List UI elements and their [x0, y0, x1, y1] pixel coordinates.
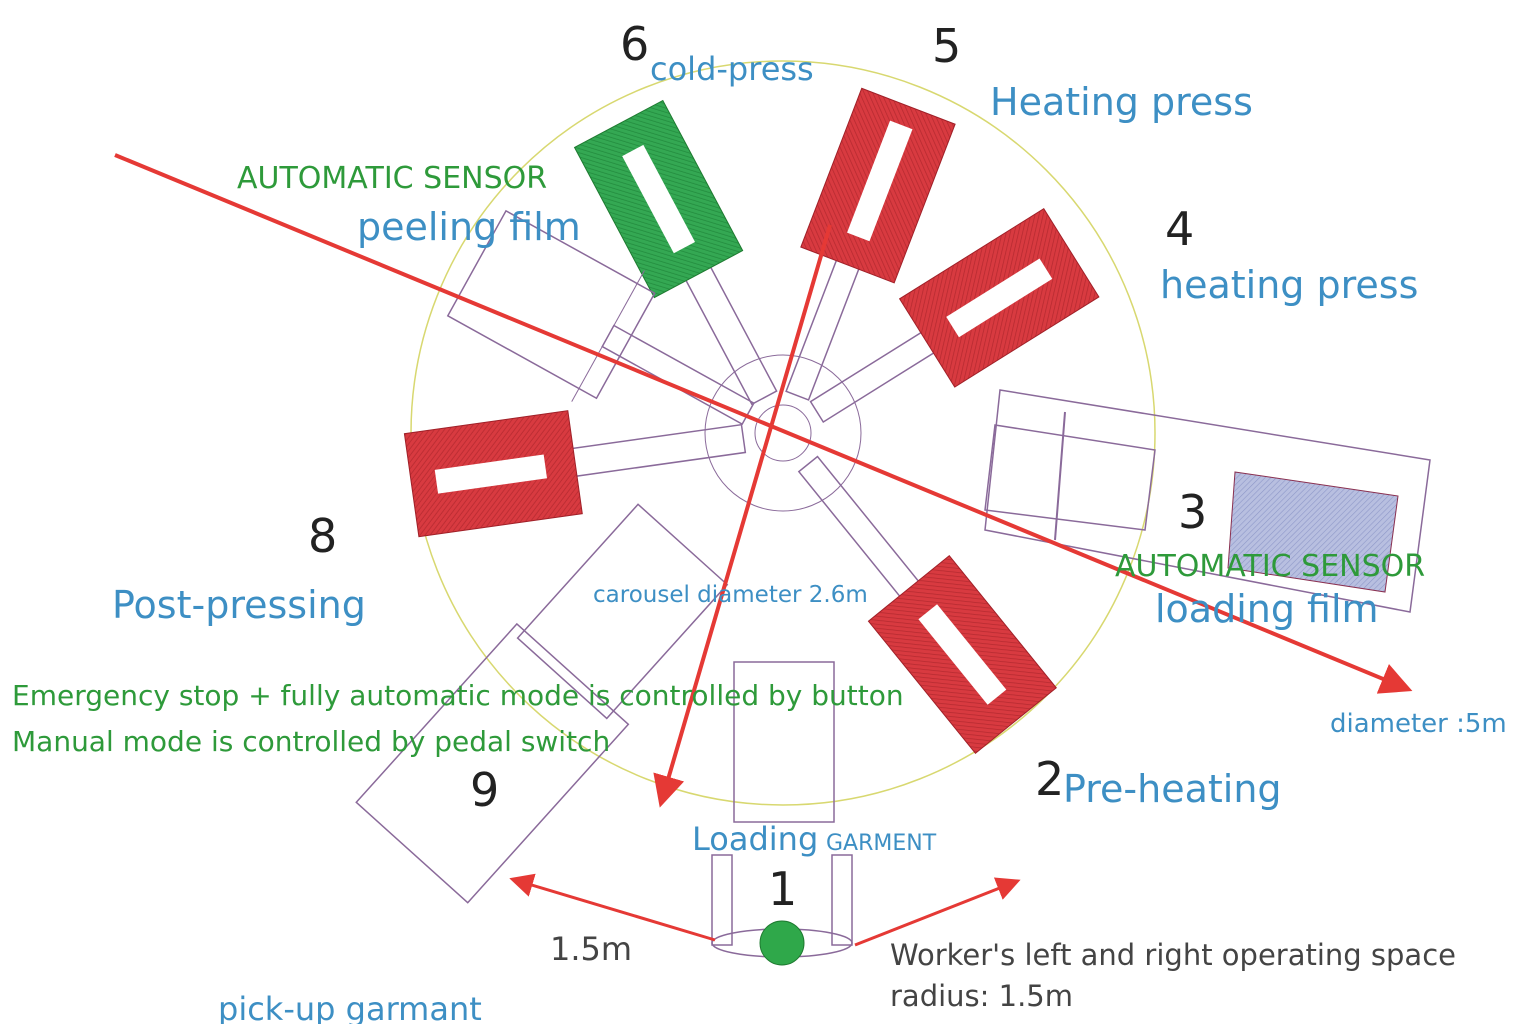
- label-loading-film: loading film: [1155, 587, 1379, 631]
- carousel-diameter-arrow: [653, 224, 832, 808]
- label-sensor-3: AUTOMATIC SENSOR: [1115, 549, 1425, 584]
- label-post-pressing: Post-pressing: [112, 583, 366, 627]
- label-pre-heating: Pre-heating: [1063, 767, 1282, 811]
- worker-right-arrow: [854, 877, 1021, 947]
- station-3-loading-film: [984, 389, 1431, 613]
- label-loading: Loading: [692, 820, 818, 858]
- carousel-hub-inner: [754, 404, 812, 462]
- overall-diameter-label: diameter :5m: [1330, 709, 1507, 739]
- label-sensor-7: AUTOMATIC SENSOR: [237, 161, 547, 196]
- label-garment: GARMENT: [826, 831, 937, 856]
- note-emergency-stop: Emergency stop + fully automatic mode is…: [12, 679, 904, 712]
- station-number-5: 5: [932, 19, 961, 73]
- station-number-2: 2: [1035, 752, 1064, 806]
- carousel-diameter-label: carousel diameter 2.6m: [593, 582, 868, 608]
- worker-icon: [759, 920, 805, 966]
- station-9-pick-up: [355, 503, 729, 904]
- station-8-post-pressing: [403, 410, 747, 538]
- label-heating-press-5: Heating press: [990, 80, 1253, 124]
- station-2-pre-heating: [797, 455, 1057, 754]
- station-number-9: 9: [470, 763, 499, 817]
- note-manual-mode: Manual mode is controlled by pedal switc…: [12, 725, 610, 758]
- station-number-1: 1: [768, 862, 797, 916]
- worker-left-arrow: [509, 873, 716, 942]
- label-pick-up: pick-up garmant: [218, 990, 482, 1024]
- station-number-8: 8: [308, 509, 337, 563]
- station-5-heating-press: [785, 87, 956, 401]
- station-4-heating-press: [809, 208, 1100, 424]
- carousel-hub: [704, 354, 862, 512]
- station-number-6: 6: [620, 17, 649, 71]
- label-cold-press: cold-press: [650, 50, 814, 88]
- station-number-4: 4: [1165, 202, 1194, 256]
- label-peeling-film: peeling film: [357, 205, 581, 249]
- worker-radius-label: 1.5m: [550, 930, 632, 968]
- station-6-cold-press: [573, 99, 778, 406]
- note-worker-space: Worker's left and right operating space: [890, 938, 1456, 972]
- station-number-3: 3: [1178, 485, 1207, 539]
- label-heating-press-4: heating press: [1160, 263, 1418, 307]
- diameter-arrow: [114, 153, 1413, 694]
- note-worker-radius: radius: 1.5m: [890, 979, 1073, 1013]
